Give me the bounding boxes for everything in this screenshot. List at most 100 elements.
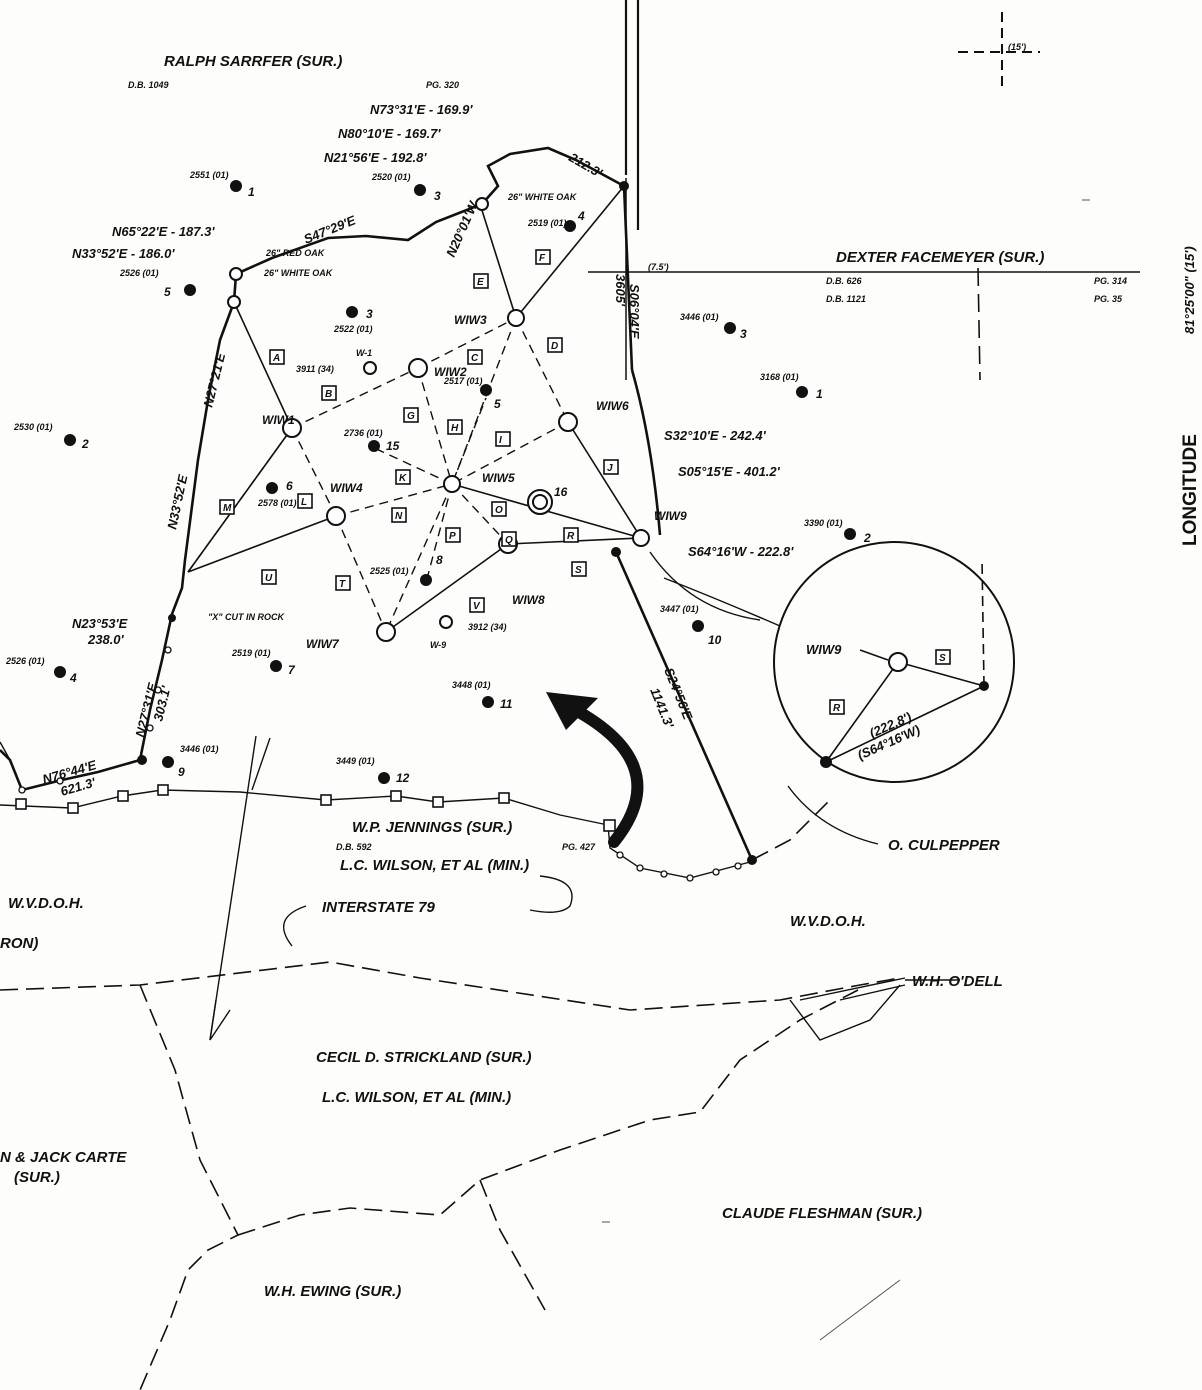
svg-text:D.B. 592: D.B. 592 — [336, 842, 372, 852]
well-wiw5 — [443, 475, 461, 493]
svg-text:RON): RON) — [0, 935, 38, 952]
svg-text:A: A — [272, 353, 280, 364]
svg-text:PG. 320: PG. 320 — [426, 80, 459, 90]
well-network-dashed — [187, 317, 569, 633]
svg-text:D.B. 626: D.B. 626 — [826, 276, 863, 286]
svg-text:3448 (01): 3448 (01) — [452, 680, 491, 690]
svg-text:238.0': 238.0' — [87, 632, 125, 647]
svg-text:11: 11 — [500, 697, 513, 711]
svg-text:Q: Q — [505, 535, 513, 546]
offset-well-labels: 2551 (01)1 2520 (01)3 2519 (01)4 2526 (0… — [5, 170, 871, 785]
owner-odell: W.H. O'DELL — [912, 973, 1003, 990]
svg-text:1: 1 — [248, 185, 255, 199]
svg-text:N21°56'E - 192.8': N21°56'E - 192.8' — [324, 150, 427, 165]
quad-lines — [588, 0, 1140, 380]
owner-ralph: RALPH SARRFER (SUR.) — [164, 53, 342, 70]
well-wiw2 — [408, 358, 428, 378]
svg-text:G: G — [407, 411, 415, 422]
svg-text:R: R — [567, 531, 575, 542]
svg-text:5: 5 — [164, 285, 171, 299]
svg-text:S: S — [939, 653, 946, 664]
svg-text:O: O — [495, 505, 503, 516]
longitude-label: LONGITUDE — [1180, 434, 1201, 546]
svg-text:M: M — [223, 503, 232, 514]
svg-text:S32°10'E - 242.4': S32°10'E - 242.4' — [664, 428, 767, 443]
corner-labels: 26" WHITE OAK 26" RED OAK 26" WHITE OAK … — [208, 192, 578, 622]
owner-jennings: W.P. JENNINGS (SUR.) — [352, 819, 512, 836]
svg-text:L: L — [301, 497, 307, 508]
svg-text:V: V — [473, 601, 481, 612]
well-wiw3 — [507, 309, 525, 327]
well-wiw9 — [632, 529, 650, 547]
svg-text:WIW1: WIW1 — [262, 413, 295, 427]
well-wiw1 — [282, 418, 302, 438]
svg-text:L.C. WILSON, ET AL (MIN.): L.C. WILSON, ET AL (MIN.) — [322, 1089, 511, 1106]
svg-text:WIW9: WIW9 — [654, 509, 687, 523]
svg-text:W-9: W-9 — [430, 640, 446, 650]
svg-text:N: N — [395, 511, 403, 522]
svg-text:S47°29'E: S47°29'E — [302, 212, 359, 246]
svg-text:WIW7: WIW7 — [306, 637, 340, 651]
owner-dexter: DEXTER FACEMEYER (SUR.) — [836, 249, 1044, 266]
svg-text:12: 12 — [396, 771, 410, 785]
svg-text:F: F — [539, 253, 546, 264]
svg-text:6: 6 — [286, 479, 293, 493]
svg-text:3911 (34): 3911 (34) — [296, 364, 334, 374]
svg-text:PG. 314: PG. 314 — [1094, 276, 1127, 286]
road-beads — [18, 646, 742, 882]
svg-text:3168 (01): 3168 (01) — [760, 372, 799, 382]
injection-wells — [227, 197, 650, 642]
svg-text:WIW3: WIW3 — [454, 313, 487, 327]
svg-text:3390 (01): 3390 (01) — [804, 518, 843, 528]
svg-text:N65°22'E - 187.3': N65°22'E - 187.3' — [112, 224, 215, 239]
svg-text:W.V.D.O.H.: W.V.D.O.H. — [790, 913, 866, 930]
svg-text:2: 2 — [81, 437, 89, 451]
owner-carte: N & JACK CARTE — [0, 1149, 127, 1166]
svg-text:WIW8: WIW8 — [512, 593, 545, 607]
svg-text:S05°15'E - 401.2': S05°15'E - 401.2' — [678, 464, 781, 479]
svg-text:S06°04'E: S06°04'E — [627, 284, 642, 339]
svg-text:7: 7 — [288, 663, 296, 677]
owner-ewing: W.H. EWING (SUR.) — [264, 1283, 401, 1300]
svg-text:WIW5: WIW5 — [482, 471, 515, 485]
owner-strickland: CECIL D. STRICKLAND (SUR.) — [316, 1049, 532, 1066]
svg-text:15: 15 — [386, 439, 400, 453]
svg-text:PG. 427: PG. 427 — [562, 842, 596, 852]
svg-text:N33°52'E: N33°52'E — [164, 473, 190, 531]
inset-well-label: WIW9 — [806, 642, 842, 657]
svg-text:5: 5 — [494, 397, 501, 411]
wvdoh-line — [789, 977, 960, 1041]
svg-text:WIW4: WIW4 — [330, 481, 363, 495]
svg-text:PG. 35: PG. 35 — [1094, 294, 1123, 304]
well-wiw4 — [326, 506, 346, 526]
svg-text:4: 4 — [577, 209, 585, 223]
svg-text:3: 3 — [434, 189, 441, 203]
svg-text:2526 (01): 2526 (01) — [119, 268, 159, 278]
svg-text:E: E — [477, 277, 484, 288]
svg-text:R: R — [833, 703, 841, 714]
svg-text:W.V.D.O.H.: W.V.D.O.H. — [8, 895, 84, 912]
svg-text:N20°01'W: N20°01'W — [443, 198, 481, 259]
property-lines — [0, 267, 981, 1390]
bearing-labels: N73°31'E - 169.9' N80°10'E - 169.7' N21°… — [41, 102, 795, 799]
svg-text:W-1: W-1 — [356, 348, 372, 358]
svg-text:212.3': 212.3' — [566, 149, 606, 181]
longitude-value: 81°25'00" (15') — [1182, 246, 1197, 334]
corner-75-label: (7.5') — [648, 262, 669, 272]
interstate-label: INTERSTATE 79 — [322, 899, 435, 916]
svg-text:N80°10'E - 169.7': N80°10'E - 169.7' — [338, 126, 441, 141]
svg-text:3605': 3605' — [613, 274, 628, 307]
svg-text:3447 (01): 3447 (01) — [660, 604, 699, 614]
svg-text:8: 8 — [436, 553, 443, 567]
svg-text:2736 (01): 2736 (01) — [343, 428, 383, 438]
svg-text:P: P — [449, 531, 456, 542]
svg-text:"X" CUT IN ROCK: "X" CUT IN ROCK — [208, 612, 286, 622]
svg-text:2578 (01): 2578 (01) — [257, 498, 297, 508]
svg-text:2519 (01): 2519 (01) — [231, 648, 271, 658]
svg-text:26" WHITE OAK: 26" WHITE OAK — [263, 268, 334, 278]
svg-text:H: H — [451, 423, 459, 434]
svg-text:3: 3 — [740, 327, 747, 341]
svg-text:2526 (01): 2526 (01) — [5, 656, 45, 666]
